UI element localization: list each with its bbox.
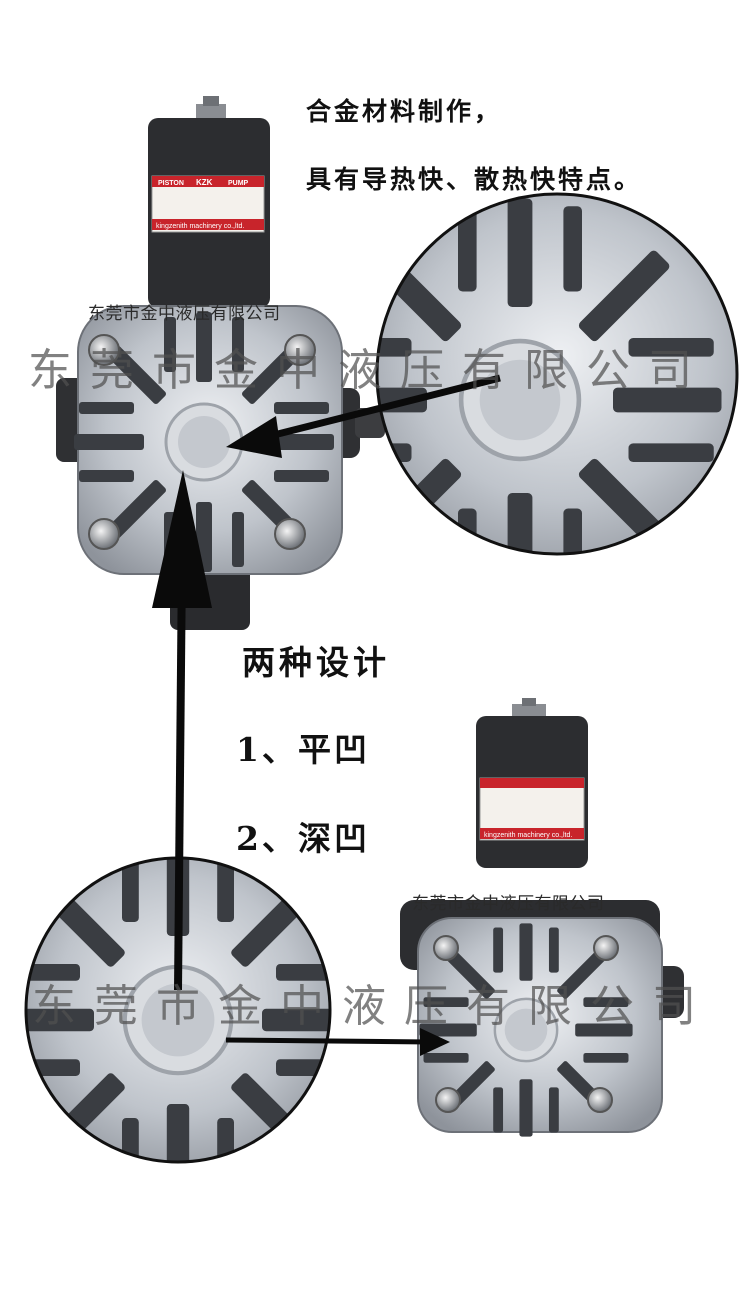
svg-text:kingzenith machinery co.,ltd.: kingzenith machinery co.,ltd. — [484, 832, 572, 839]
watermark-small-top: 东莞市金中液压有限公司 — [88, 304, 281, 324]
feature-line-1: 合金材料制作， — [306, 97, 503, 126]
svg-text:kingzenith machinery co.,ltd.: kingzenith machinery co.,ltd. — [156, 223, 244, 230]
arrow-horizontal — [225, 1028, 450, 1056]
pump-bottom: kingzenith machinery co.,ltd. — [400, 698, 684, 1138]
watermark-small-bottom: 东莞市金中液压有限公司 — [412, 894, 605, 914]
watermark-large-top: 东莞市金中液压有限公司 — [28, 345, 710, 396]
feature-line-2: 具有导热快、散热快特点。 — [306, 165, 643, 194]
pump-top: PISTON KZK PUMP kingzenith machinery co.… — [56, 96, 385, 630]
arrow-vertical — [152, 470, 212, 991]
design-item-2: 2、深凹 — [236, 819, 370, 858]
svg-text:PISTON: PISTON — [158, 180, 184, 187]
design-title: 两种设计 — [242, 643, 390, 682]
watermark-large-bottom: 东莞市金中液压有限公司 — [32, 981, 714, 1032]
svg-text:KZK: KZK — [196, 178, 213, 187]
design-item-1: 1、平凹 — [236, 730, 370, 769]
arrow-top-to-pump — [226, 374, 501, 458]
magnified-top-detail — [375, 192, 739, 556]
svg-text:PUMP: PUMP — [228, 180, 249, 187]
